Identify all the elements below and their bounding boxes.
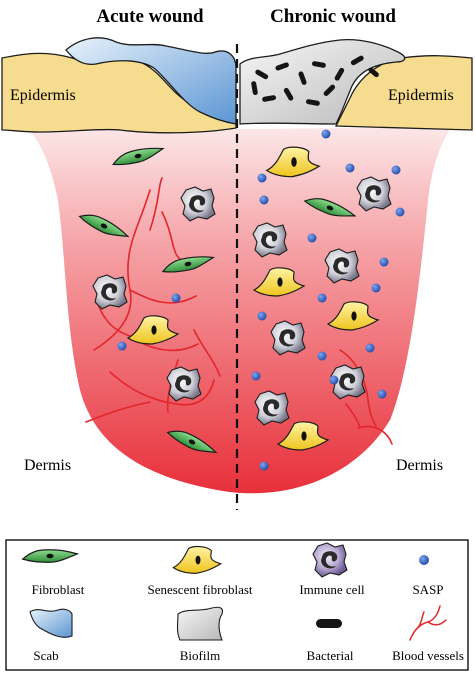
legend-label-biofilm: Biofilm	[180, 648, 220, 663]
title-acute-wound: Acute wound	[96, 6, 204, 27]
epidermis-right-label: Epidermis	[388, 87, 454, 104]
title-chronic-wound: Chronic wound	[270, 6, 396, 27]
blood-vessels-icon	[409, 605, 447, 641]
legend-label-fibroblast: Fibroblast	[32, 582, 85, 597]
legend-label-sasp: SASP	[412, 582, 443, 597]
epidermis-right	[334, 55, 473, 131]
dermis-left-label: Dermis	[24, 457, 71, 474]
legend-label-immune-cell: Immune cell	[299, 582, 365, 597]
legend-label-bacterial: Bacterial	[307, 648, 354, 663]
legend-label-scab: Scab	[33, 648, 58, 663]
biofilm-icon	[176, 606, 224, 641]
immune-cell	[180, 186, 216, 222]
scab-icon	[29, 608, 73, 638]
immune-cell	[270, 320, 306, 356]
legend-label-blood-vessels: Blood vessels	[392, 648, 464, 663]
immune-cell	[252, 222, 288, 258]
legend-box	[5, 539, 469, 671]
immune-cell-icon	[312, 542, 348, 578]
immune-cell	[92, 274, 128, 310]
immune-cell	[254, 390, 290, 426]
immune-cell	[166, 366, 202, 402]
immune-cell	[356, 176, 392, 212]
immune-cell	[324, 248, 360, 284]
biofilm	[239, 38, 406, 125]
blood-vessels-chronic	[339, 349, 393, 445]
epidermis-left-label: Epidermis	[10, 87, 76, 104]
sasp-icon	[419, 555, 429, 565]
legend-label-senescent-fibroblast: Senescent fibroblast	[147, 582, 252, 597]
bacterial-icon	[316, 619, 342, 628]
sasp-dots	[117, 129, 405, 471]
bacteria-cluster	[251, 55, 379, 106]
dermis-right-label: Dermis	[396, 457, 443, 474]
